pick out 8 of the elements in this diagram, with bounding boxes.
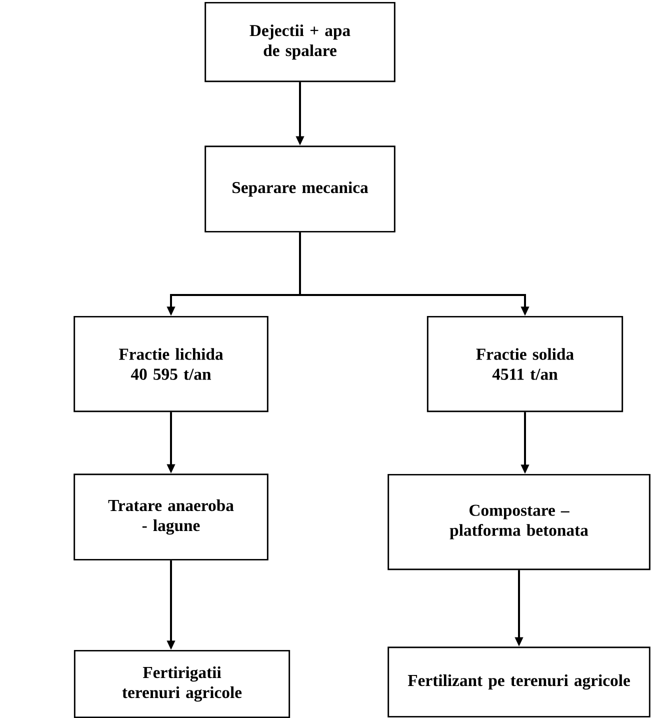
process-box: Separare mecanica bbox=[204, 146, 396, 232]
process-box: Fertirigatii terenuri agricole bbox=[74, 650, 290, 718]
process-box: Compostare – platforma betonata bbox=[388, 474, 650, 570]
process-box: Fertilizant pe terenuri agricole bbox=[388, 646, 650, 718]
process-box: Fractie solida 4511 t/an bbox=[426, 316, 624, 412]
process-box: Fractie lichida 40 595 t/an bbox=[74, 316, 268, 412]
process-box: Dejectii + apa de spalare bbox=[204, 2, 396, 82]
process-box: Tratare anaeroba - lagune bbox=[74, 474, 268, 560]
